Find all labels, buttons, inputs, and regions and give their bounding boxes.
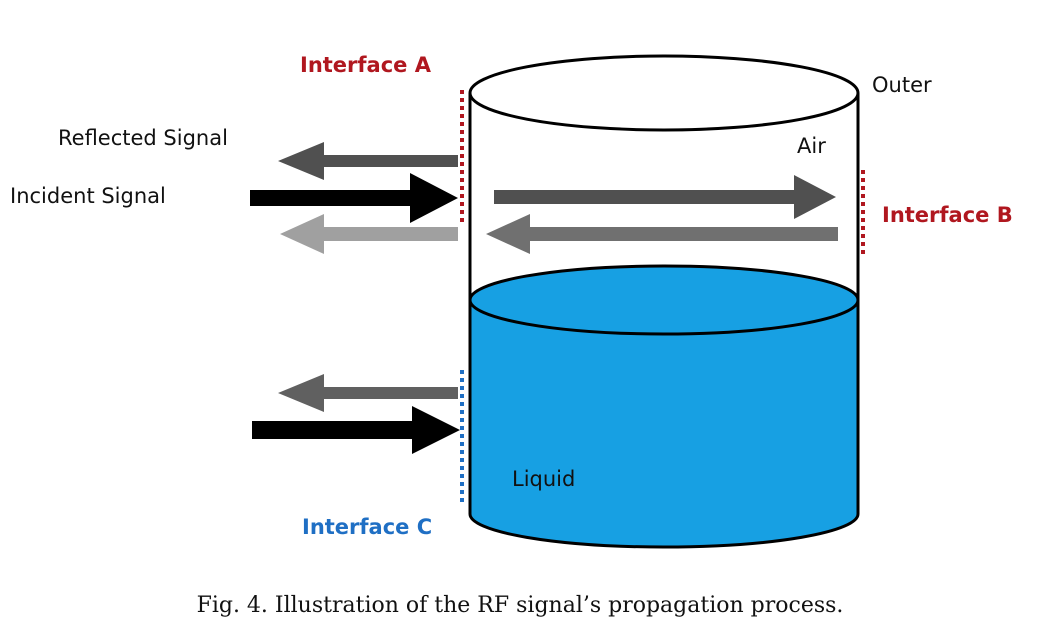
liquid-label: Liquid xyxy=(512,467,575,491)
liquid-surface xyxy=(468,264,860,336)
incident-arrow-upper xyxy=(250,173,458,223)
incident-signal-label: Incident Signal xyxy=(10,184,166,208)
figure-caption: Fig. 4. Illustration of the RF signal’s … xyxy=(197,593,844,618)
incident-arrow-lower xyxy=(252,406,460,454)
liquid-body xyxy=(468,298,860,549)
reflected-signal-label: Reflected Signal xyxy=(58,126,228,150)
transmitted-arrow-air xyxy=(494,175,836,219)
reflected-arrow-lower xyxy=(278,374,458,412)
transmitted-back-arrow xyxy=(280,214,458,254)
reflected-arrow-upper xyxy=(278,142,458,180)
container-top-rim xyxy=(468,54,860,132)
interface-b-label: Interface B xyxy=(882,203,1013,227)
outer-label: Outer xyxy=(872,73,932,97)
air-label: Air xyxy=(797,134,826,158)
interface-c-label: Interface C xyxy=(302,515,432,539)
return-arrow-air xyxy=(486,214,838,254)
interface-a-label: Interface A xyxy=(300,53,432,77)
